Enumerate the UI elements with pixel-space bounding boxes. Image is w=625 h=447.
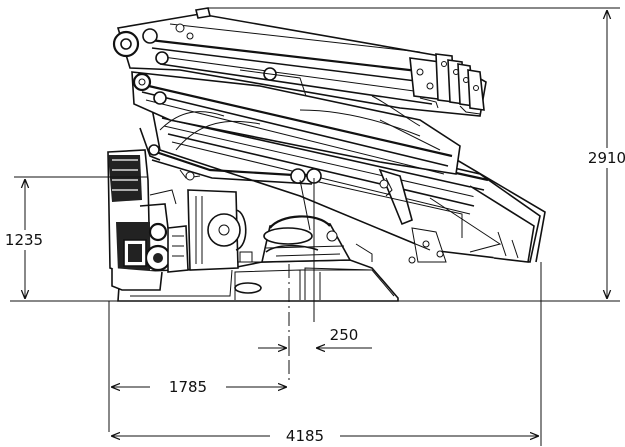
inner-column bbox=[187, 189, 253, 271]
dimension-label-column-distance: 1785 bbox=[169, 378, 207, 396]
boom-upper-arm bbox=[112, 7, 487, 117]
dimension-base-height: 1235 bbox=[2, 176, 148, 299]
boom-tip-attachments bbox=[409, 53, 485, 115]
boom-middle-arm bbox=[131, 67, 461, 175]
dimension-label-total-length: 4185 bbox=[286, 427, 324, 445]
dimension-label-total-height: 2910 bbox=[588, 149, 625, 167]
dimension-total-height: 2910 bbox=[206, 7, 625, 299]
dimension-center-offset: 250 bbox=[258, 326, 372, 356]
slewing-column bbox=[200, 215, 373, 263]
dimension-label-base-height: 1235 bbox=[5, 231, 43, 249]
dimension-column-distance: 1785 bbox=[108, 301, 287, 432]
control-block bbox=[107, 149, 189, 291]
dimension-total-length: 4185 bbox=[111, 262, 542, 446]
crane-illustration bbox=[107, 7, 546, 302]
dimension-label-center-offset: 250 bbox=[330, 326, 359, 344]
hydraulic-hoses bbox=[159, 111, 311, 231]
